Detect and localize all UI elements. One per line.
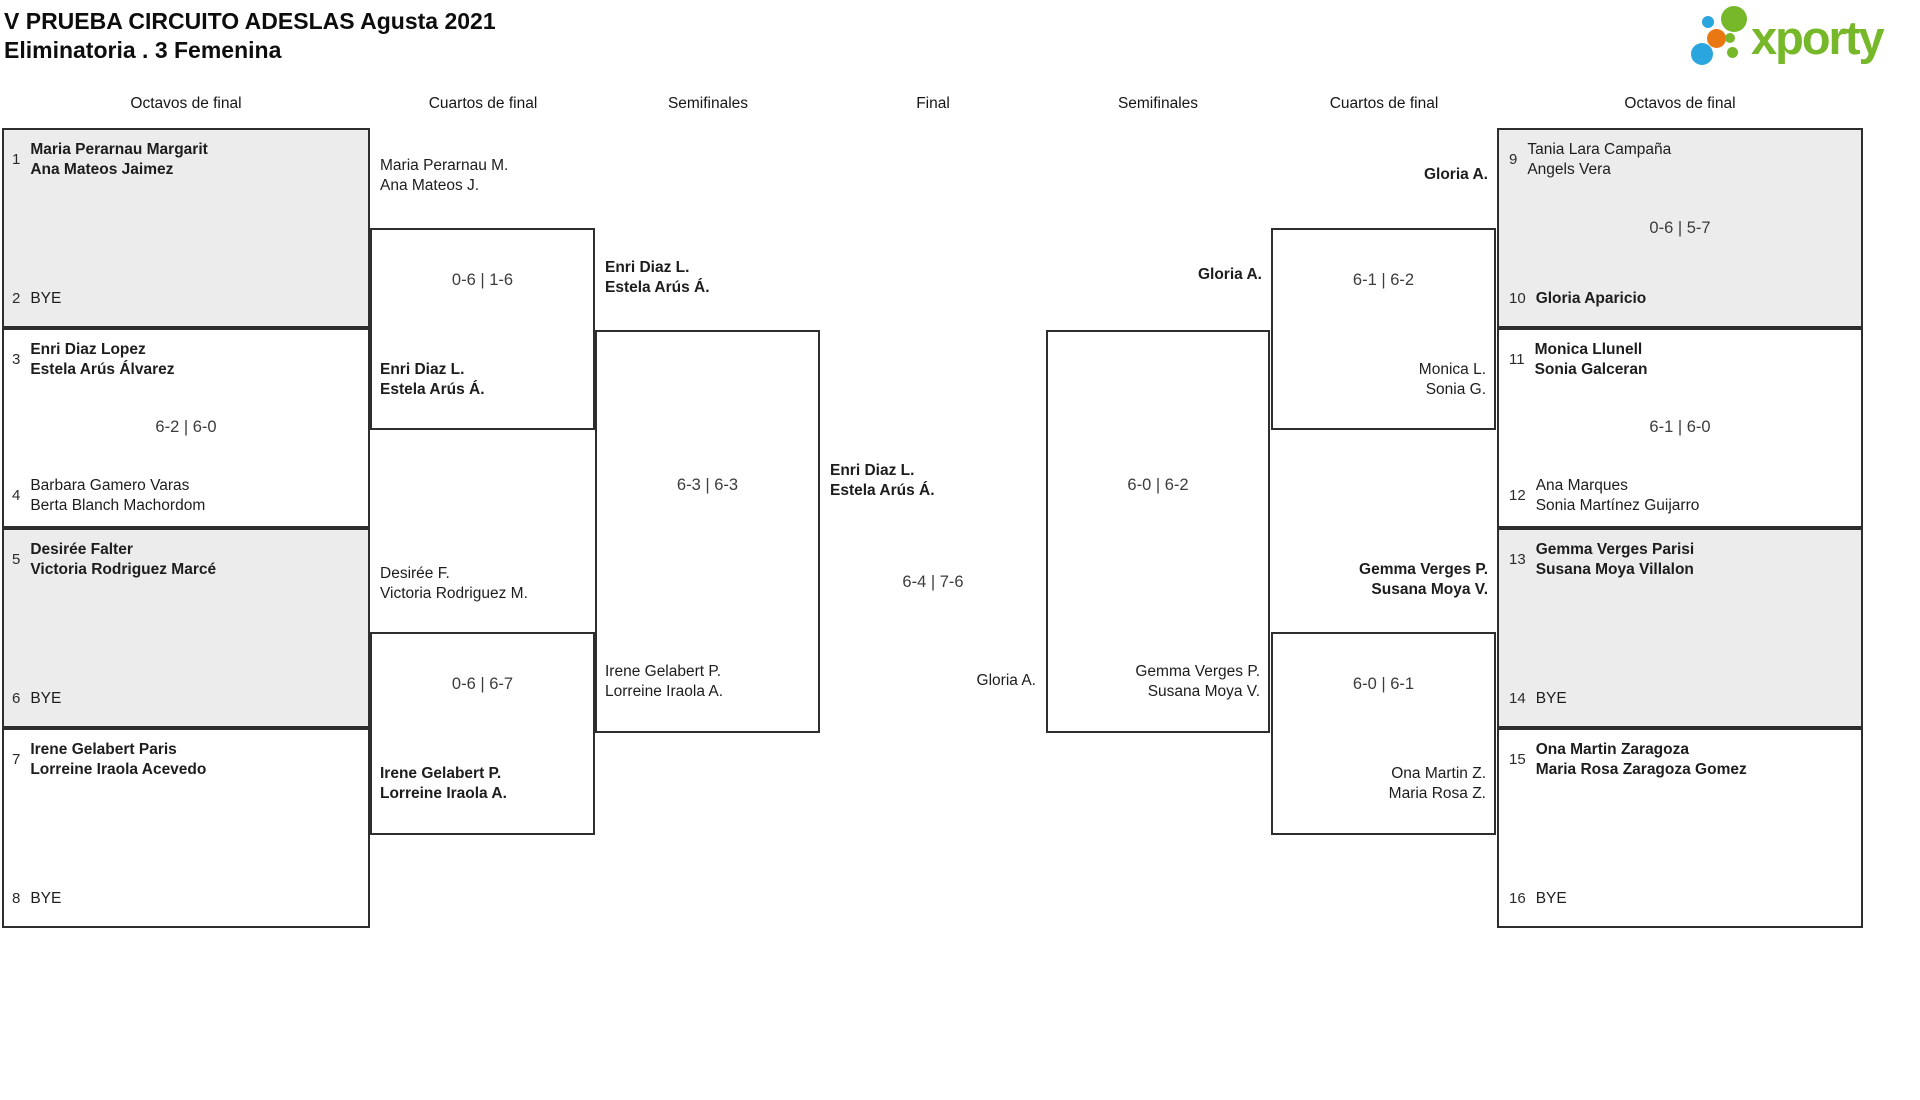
team-label-qf-feeder: Maria Perarnau M.Ana Mateos J. (380, 157, 509, 194)
round-header-semis-left: Semifinales (667, 95, 749, 112)
page-title: V PRUEBA CIRCUITO ADESLAS Agusta 2021 (4, 8, 496, 34)
team-label-sf-feeder: Enri Diaz L.Estela Arús Á. (605, 259, 710, 296)
seed-number: 12 (1509, 487, 1526, 504)
seed-number: 3 (12, 351, 21, 368)
logo-dot-orange (1707, 29, 1726, 48)
page-subtitle: Eliminatoria . 3 Femenina (4, 37, 282, 63)
logo-wordmark: xporty (1751, 11, 1885, 64)
logo-dot-blue-small (1702, 16, 1714, 28)
match-score: 6-0 | 6-1 (1352, 675, 1415, 693)
seed-number: 8 (12, 889, 21, 907)
match-box-qf-1: 0-6 | 1-6 Enri Diaz L.Estela Arús Á. (370, 228, 595, 430)
match-score: 0-6 | 6-7 (451, 675, 514, 693)
match-box-qf-3: 6-1 | 6-2 Monica L.Sonia G. (1271, 228, 1496, 430)
round-header-octavos-left: Octavos de final (130, 95, 242, 112)
seed-number: 10 (1509, 289, 1526, 307)
match-box-qf-4: 6-0 | 6-1 Ona Martin Z.Maria Rosa Z. (1271, 632, 1496, 835)
seed-number: 16 (1509, 889, 1526, 907)
team-label-qf-feeder: Gemma Verges P.Susana Moya V. (1359, 561, 1488, 598)
round-header-final: Final (916, 95, 950, 112)
match-box-sf-2: 6-0 | 6-2 Gemma Verges P.Susana Moya V. (1046, 330, 1270, 733)
team-label: Gemma Verges P.Susana Moya V. (1135, 663, 1260, 700)
team-label-qf-feeder: Desirée F.Victoria Rodriguez M. (380, 565, 528, 602)
round-header-cuartos-right: Cuartos de final (1329, 95, 1439, 112)
team-label: Monica L.Sonia G. (1418, 361, 1486, 398)
match-score: 6-0 | 6-2 (1127, 476, 1189, 494)
seed-number: 4 (12, 487, 21, 504)
team-label: Ona Martin Z.Maria Rosa Z. (1388, 765, 1486, 802)
team-label-finalist-bottom: Gloria A. (976, 672, 1036, 689)
team-label: Gloria Aparicio (1535, 289, 1647, 307)
seed-number: 2 (12, 289, 21, 307)
seed-number: 1 (12, 151, 21, 168)
match-score: 6-1 | 6-0 (1649, 418, 1711, 436)
seed-number: 6 (12, 689, 21, 707)
team-label: BYE (1535, 689, 1567, 707)
team-label: BYE (1535, 889, 1567, 907)
match-score: 6-2 | 6-0 (155, 418, 217, 436)
match-score: 6-3 | 6-3 (676, 476, 739, 494)
team-label-winner: Irene Gelabert P.Lorreine Iraola A. (380, 765, 507, 802)
team-label-sf-feeder: Gloria A. (1197, 266, 1262, 283)
team-label: Irene Gelabert P.Lorreine Iraola A. (605, 663, 724, 700)
logo-dot-green-large (1721, 6, 1747, 32)
seed-number: 11 (1509, 351, 1525, 368)
match-score: 0-6 | 5-7 (1649, 219, 1711, 237)
logo-dot-green-small (1725, 33, 1735, 43)
seed-number: 13 (1509, 551, 1526, 568)
team-label-finalist-top: Enri Diaz L.Estela Arús Á. (830, 462, 935, 499)
team-label-winner: Enri Diaz L.Estela Arús Á. (380, 361, 485, 398)
match-box-qf-2: 0-6 | 6-7 Irene Gelabert P.Lorreine Irao… (370, 632, 595, 835)
seed-number: 14 (1509, 689, 1526, 707)
team-label-qf-feeder: Gloria A. (1423, 166, 1488, 183)
team-label: BYE (30, 289, 62, 307)
seed-number: 7 (12, 751, 21, 768)
seed-number: 9 (1509, 151, 1518, 168)
round-header-semis-right: Semifinales (1117, 95, 1199, 112)
match-score: 0-6 | 1-6 (451, 271, 514, 289)
round-header-octavos-right: Octavos de final (1624, 95, 1736, 112)
logo-dot-blue-large (1691, 43, 1713, 65)
match-score: 6-1 | 6-2 (1352, 271, 1415, 289)
final-score: 6-4 | 7-6 (902, 573, 964, 591)
seed-number: 15 (1509, 751, 1526, 768)
seed-number: 5 (12, 551, 21, 568)
round-header-cuartos-left: Cuartos de final (428, 95, 538, 112)
team-label: BYE (30, 889, 62, 907)
team-label: BYE (30, 689, 62, 707)
logo-dot-green-tiny (1727, 47, 1738, 58)
match-box-sf-1: 6-3 | 6-3 Irene Gelabert P.Lorreine Irao… (595, 330, 820, 733)
